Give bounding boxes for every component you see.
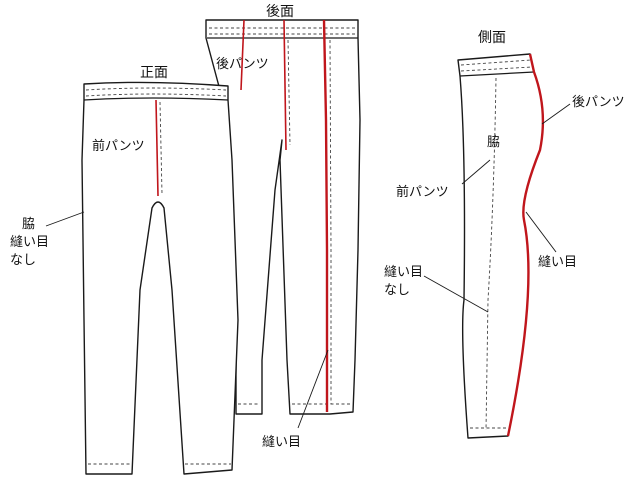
front-waistband-stitch-bottom (85, 93, 227, 97)
side-seam-note: 縫い目 (538, 255, 577, 270)
back-right-stitch (329, 39, 332, 404)
back-panel-label: 後パンツ (216, 57, 269, 72)
back-left-red-seam (240, 19, 245, 91)
front-panel-label: 前パンツ (92, 138, 145, 154)
front-center-red-seam (155, 99, 159, 197)
front-view-outline (81, 81, 239, 475)
side-front-panel-leader (461, 159, 491, 185)
back-center-red-seam (283, 19, 287, 151)
front-center-stitch (159, 101, 163, 195)
side-waistband-stitch-top (460, 59, 532, 66)
side-back-panel-label: 後パンツ (572, 95, 625, 110)
front-waistband-line (83, 97, 229, 101)
side-view (457, 53, 545, 439)
side-no-seam-leader (423, 275, 489, 313)
front-view (81, 81, 239, 475)
back-view-title: 後面 (266, 4, 294, 20)
side-no-seam-line2: なし (384, 283, 410, 298)
back-view (205, 19, 361, 415)
front-waistband-stitch-top (85, 87, 227, 91)
side-no-seam-line1: 縫い目 (384, 265, 423, 280)
front-side-leader (45, 211, 85, 227)
back-seam-leader (297, 349, 329, 429)
back-seam-note: 縫い目 (262, 435, 301, 450)
side-view-outline (457, 53, 544, 439)
side-center-label: 脇 (487, 135, 500, 150)
side-seam-leader (525, 211, 557, 253)
side-front-panel-label: 前パンツ (396, 184, 449, 200)
side-back-panel-leader (541, 103, 571, 125)
front-view-title: 正面 (140, 65, 168, 81)
back-right-red-seam (322, 19, 329, 412)
side-center-stitch (485, 77, 497, 431)
side-view-title: 側面 (478, 30, 506, 46)
side-waistband-line (459, 71, 535, 77)
front-side-note-line1: 脇 (22, 217, 35, 232)
leader-lines (45, 103, 571, 429)
labels: 正面 後面 側面 前パンツ 後パンツ 脇 縫い目 なし 縫い目 後パンツ 脇 前… (10, 4, 625, 450)
back-center-stitch (287, 39, 291, 146)
front-side-note-line3: なし (10, 253, 36, 268)
side-waistband-stitch-bottom (460, 66, 533, 72)
front-side-note-line2: 縫い目 (10, 235, 49, 250)
side-back-red-seam (506, 53, 545, 437)
